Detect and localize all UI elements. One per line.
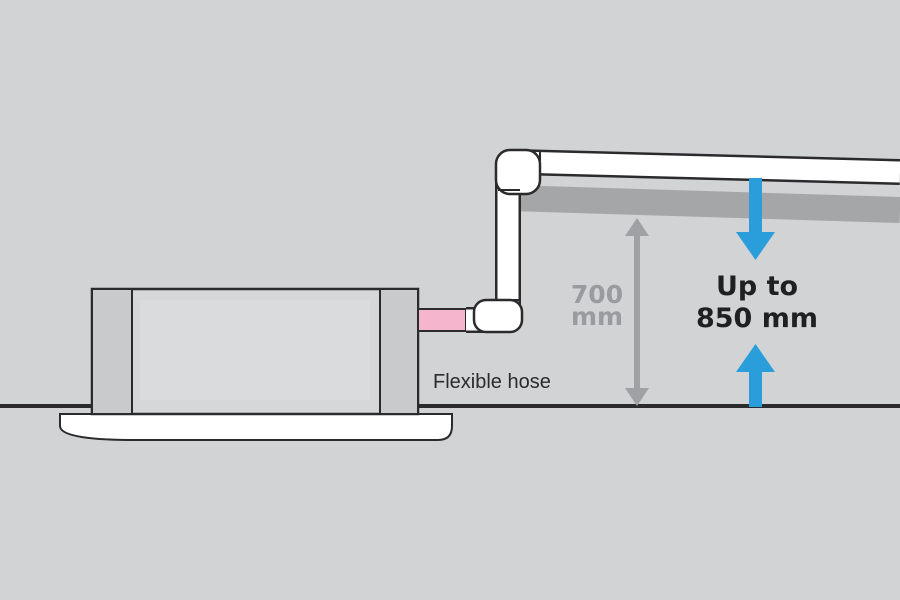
- ceiling-panel: [59, 413, 453, 441]
- previous-height-value: 700: [571, 280, 623, 309]
- new-height-up-arrow-icon: [736, 344, 775, 407]
- new-height-down-arrow-icon: [736, 178, 775, 260]
- flexible-hose: [417, 308, 467, 332]
- new-height-line2: 850 mm: [696, 303, 818, 334]
- new-height-line1: Up to: [716, 271, 798, 302]
- indoor-unit: [90, 287, 420, 416]
- previous-height-double-arrow-icon: [625, 218, 649, 406]
- ceiling-line: [0, 404, 900, 408]
- drain-pipe: [466, 148, 900, 334]
- previous-drain-pipe: [509, 185, 900, 223]
- previous-height-unit: mm: [571, 302, 623, 331]
- flexible-hose-label: Flexible hose: [433, 371, 551, 393]
